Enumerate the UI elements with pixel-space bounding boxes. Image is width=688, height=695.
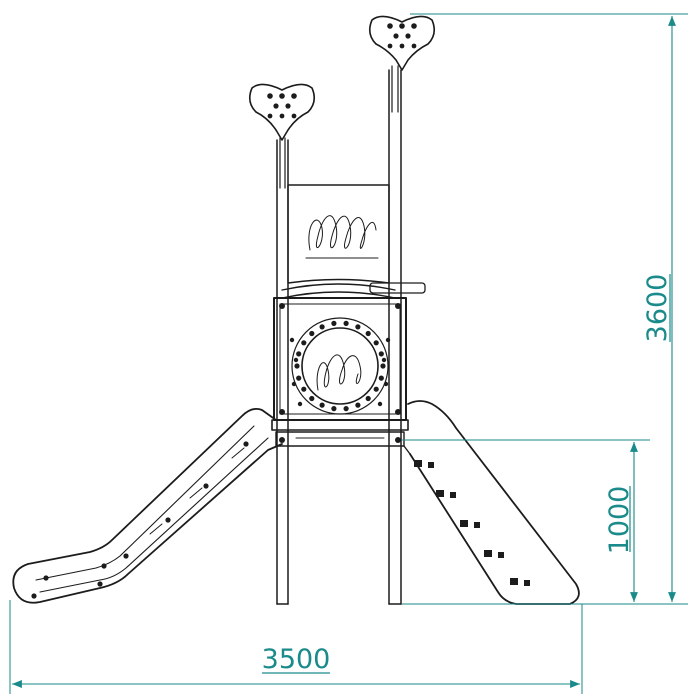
porthole-bolt: [301, 340, 307, 346]
left-flag-panel-icon: [248, 83, 316, 189]
porthole-bolt: [355, 402, 361, 408]
porthole-bolt: [331, 406, 337, 412]
porthole-bolt: [309, 330, 315, 337]
porthole-bolt: [319, 402, 325, 408]
porthole-bolt: [373, 386, 379, 392]
porthole-bolt: [355, 324, 361, 330]
slide: [12, 407, 283, 604]
porthole-bolt: [365, 395, 371, 402]
porthole-bolt: [373, 340, 379, 346]
porthole-bolt: [296, 351, 302, 357]
dimension-total-height: 3600: [402, 13, 688, 605]
right-flag-panel-icon: [368, 15, 436, 113]
porthole-bolt: [343, 406, 349, 412]
porthole-bolt: [331, 320, 337, 326]
porthole-bolt: [301, 386, 307, 392]
dimension-total-width: 3500: [9, 600, 583, 694]
porthole-window: [289, 317, 391, 415]
porthole-bolt: [343, 320, 349, 326]
porthole-bolt: [378, 375, 384, 381]
porthole-bolt: [296, 375, 302, 381]
ladder: [403, 400, 580, 605]
dimension-label-height: 3600: [642, 274, 673, 343]
ladder-steps: [414, 460, 530, 586]
porthole-bolt: [378, 351, 384, 357]
tower: [271, 69, 426, 605]
porthole-bolt: [294, 363, 300, 369]
porthole-bolt: [309, 395, 315, 402]
porthole-bolt: [365, 330, 371, 337]
dimension-label-width: 3500: [262, 644, 331, 675]
porthole-bolt: [380, 363, 386, 369]
dimension-platform-height: 1000: [402, 439, 650, 602]
porthole-bolt: [319, 324, 325, 330]
